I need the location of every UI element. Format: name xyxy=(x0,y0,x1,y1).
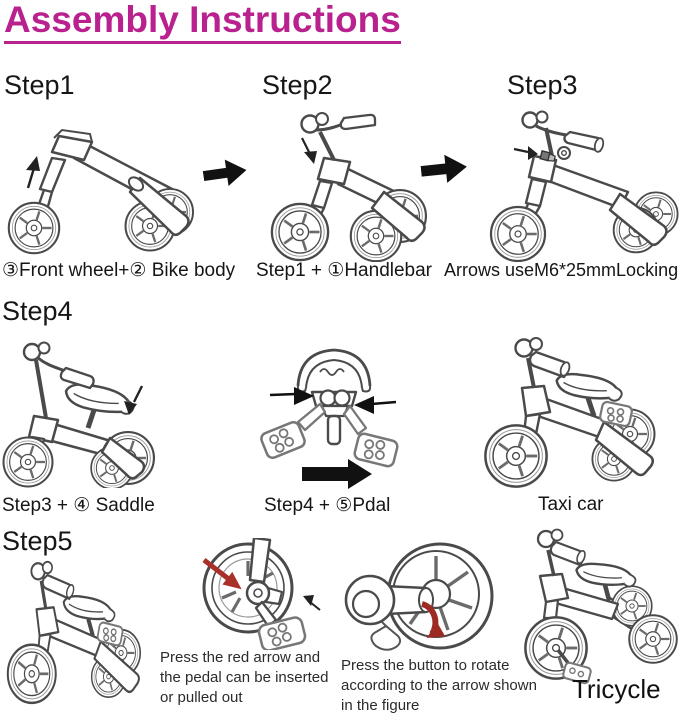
step5-trike-illustration xyxy=(2,558,154,708)
pedal-note: Press the red arrow and the pedal can be… xyxy=(160,649,329,706)
step1-frame-illustration xyxy=(7,128,195,255)
pedal-insert-wheel-illustration xyxy=(202,538,321,650)
rotate-note: Press the button to rotate according to … xyxy=(341,657,537,714)
page-title: Assembly Instructions xyxy=(4,0,401,44)
step4-heading: Step4 xyxy=(2,296,73,326)
step4-saddle-bike-illustration xyxy=(2,341,156,488)
tricycle-label: Tricycle xyxy=(572,674,661,704)
step2-heading: Step2 xyxy=(262,70,333,100)
rotate-button-wheel-illustration xyxy=(344,542,494,651)
step2-caption: Step1 + ①Handlebar xyxy=(256,260,433,281)
step3-bike-illustration xyxy=(489,110,679,262)
taxi-car-caption: Taxi car xyxy=(538,494,604,515)
step5-heading: Step5 xyxy=(2,526,73,556)
step3-heading: Step3 xyxy=(507,70,578,100)
arrow-right-icon xyxy=(419,152,469,186)
step3-caption: Arrows useM6*25mmLocking xyxy=(444,260,679,280)
pedal-assembly-illustration xyxy=(260,348,399,489)
step1-heading: Step1 xyxy=(4,70,75,100)
taxi-car-illustration xyxy=(478,334,672,492)
step4-pedal-caption: Step4 + ⑤Pdal xyxy=(264,495,391,516)
step2-bike-illustration xyxy=(270,112,428,262)
tricycle-illustration xyxy=(523,528,678,685)
step4-caption: Step3 + ④ Saddle xyxy=(2,495,155,516)
step1-caption: ③Front wheel+② Bike body xyxy=(2,260,236,281)
arrow-right-icon xyxy=(201,156,249,190)
